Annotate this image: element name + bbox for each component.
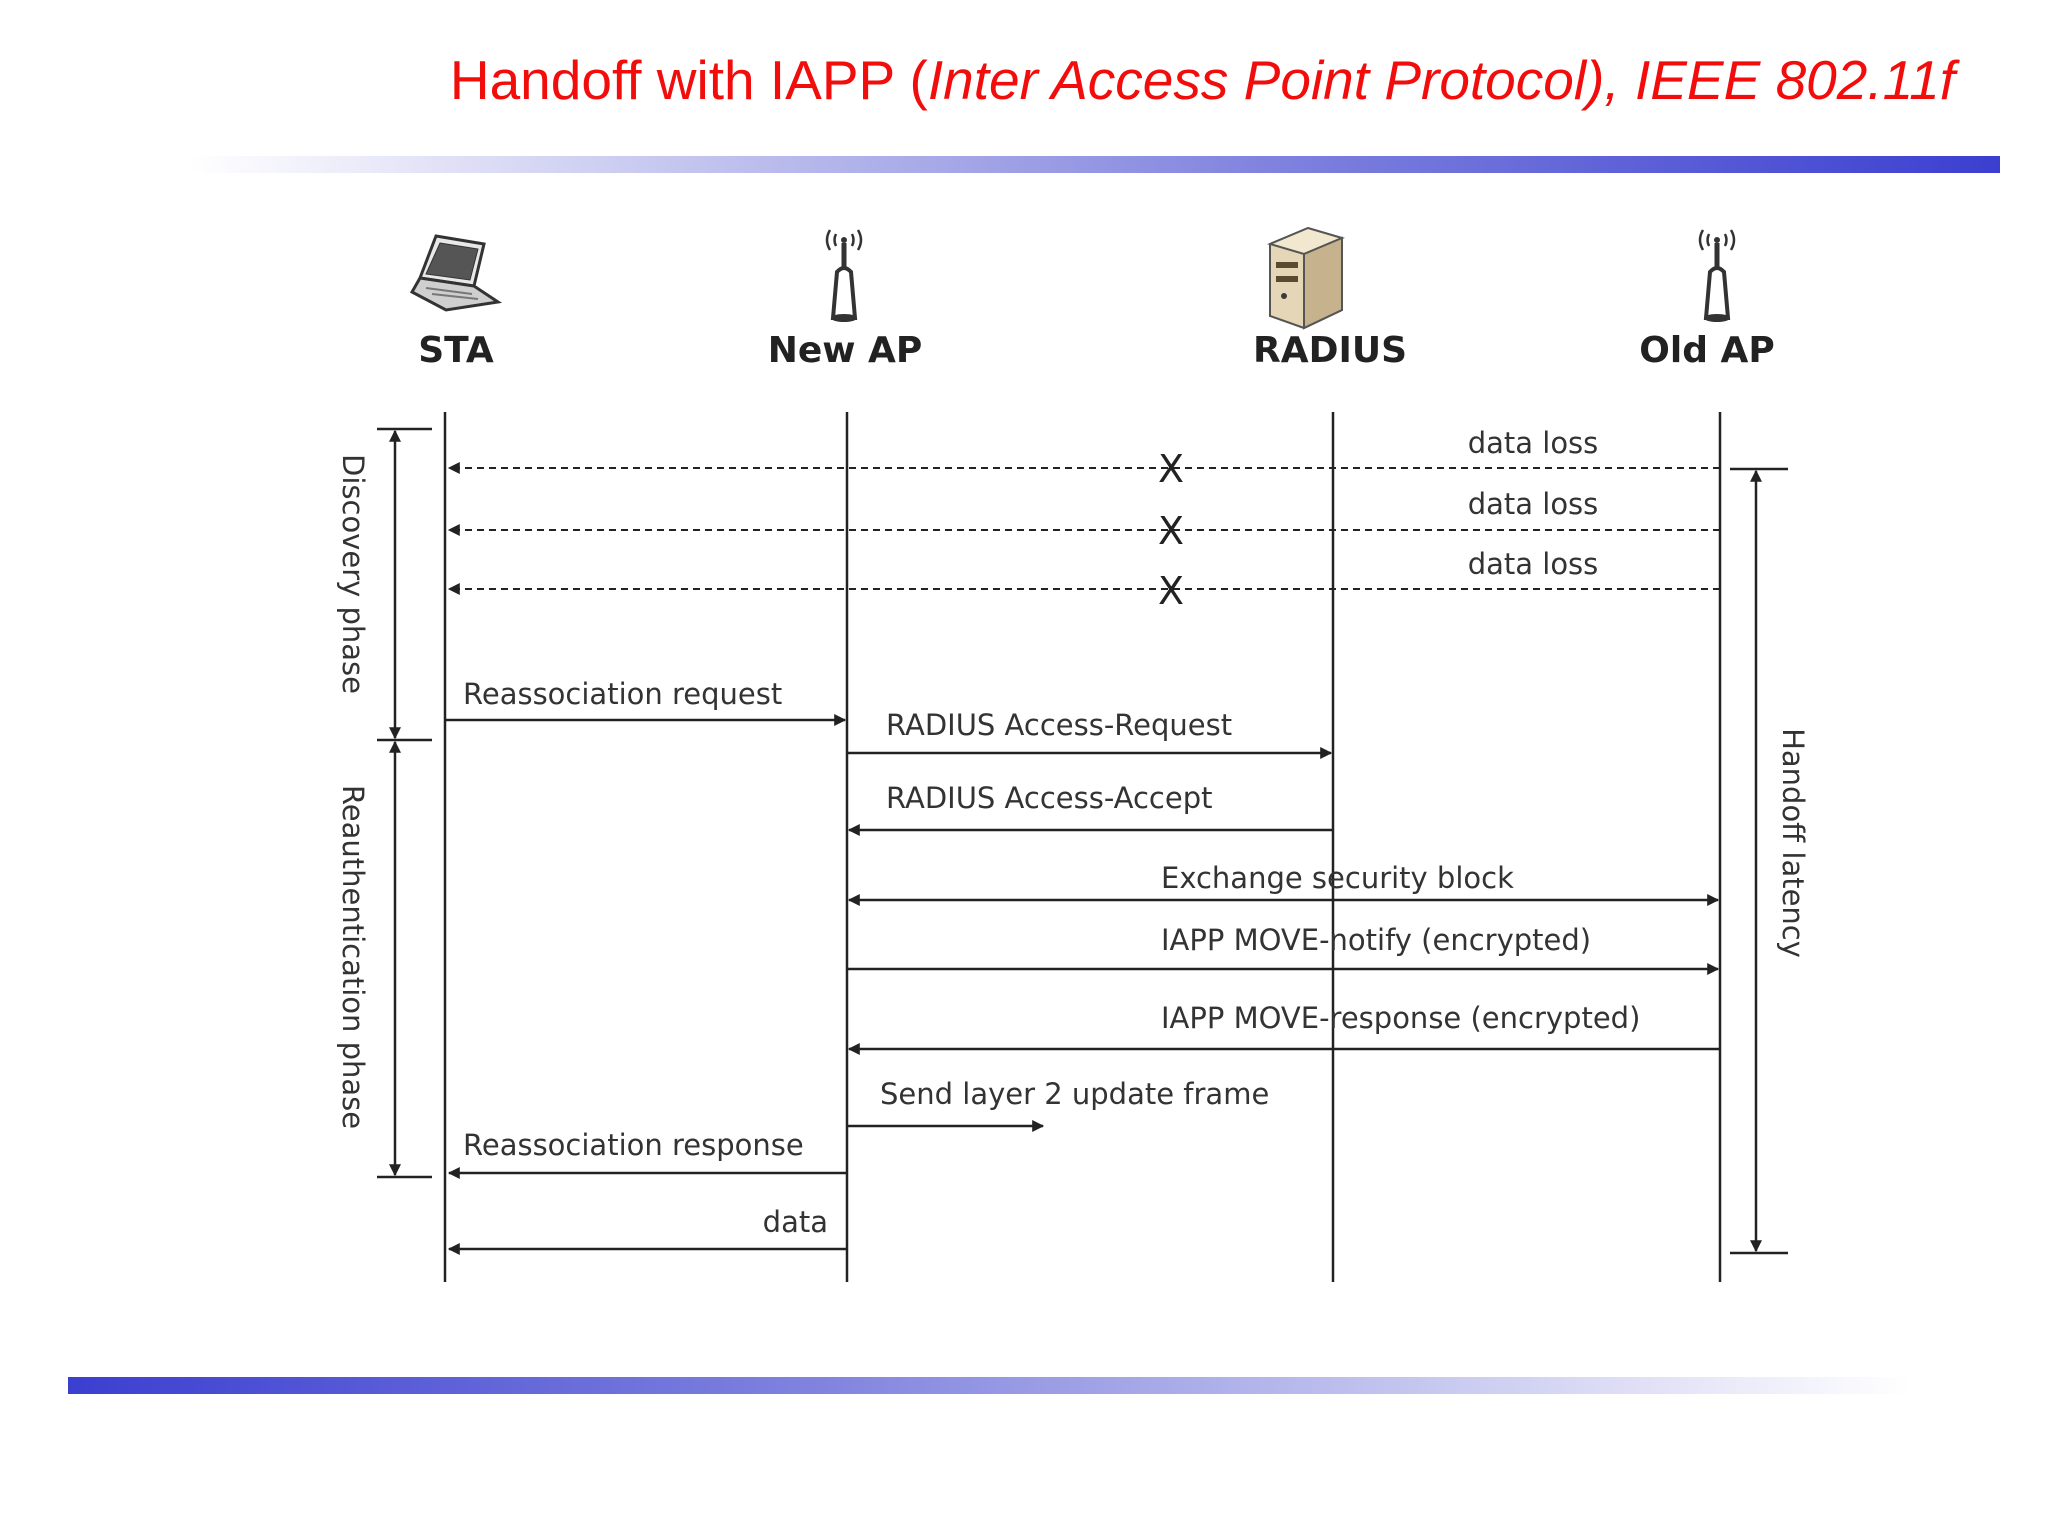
lost-marker: X [1158, 569, 1184, 613]
message-label: Send layer 2 update frame [880, 1077, 1269, 1111]
message-label: RADIUS Access-Accept [886, 781, 1213, 815]
message-label: Exchange security block [1161, 861, 1514, 895]
participant-label-sta: STA [418, 330, 494, 371]
server-icon [1267, 226, 1345, 330]
message-data-loss-1: data loss X [447, 426, 1720, 491]
message-exchange-security-block: Exchange security block [847, 861, 1720, 906]
message-label: Reassociation request [463, 677, 782, 711]
message-data-loss-2: data loss X [447, 487, 1720, 553]
message-iapp-move-response: IAPP MOVE-response (encrypted) [847, 1001, 1720, 1055]
slide-title: Handoff with IAPP (Inter Access Point Pr… [0, 48, 1955, 112]
message-label: Reassociation response [463, 1128, 804, 1162]
message-label: RADIUS Access-Request [886, 708, 1232, 742]
message-label: IAPP MOVE-response (encrypted) [1161, 1001, 1640, 1035]
message-data-loss-3: data loss X [447, 547, 1720, 613]
message-label: data loss [1468, 487, 1599, 521]
message-label: IAPP MOVE-notify (encrypted) [1161, 923, 1591, 957]
reauthentication-phase-bracket [377, 740, 432, 1179]
laptop-icon [409, 234, 503, 312]
message-radius-access-request: RADIUS Access-Request [847, 708, 1333, 759]
discovery-phase-bracket [377, 427, 432, 742]
message-data: data [447, 1205, 847, 1255]
message-label: data loss [1468, 547, 1599, 581]
antenna-icon [1698, 229, 1736, 322]
participant-label-old-ap: Old AP [1639, 330, 1775, 371]
message-label: data loss [1468, 426, 1599, 460]
participant-label-new-ap: New AP [768, 330, 923, 371]
title-underline-bar [190, 156, 2000, 173]
antenna-icon [825, 229, 863, 322]
participant-label-radius: RADIUS [1253, 330, 1407, 371]
message-reassociation-response: Reassociation response [447, 1128, 847, 1179]
handoff-latency-label: Handoff latency [1776, 728, 1810, 958]
message-radius-access-accept: RADIUS Access-Accept [847, 781, 1333, 836]
message-label: data [763, 1205, 828, 1239]
lost-marker: X [1158, 447, 1184, 491]
lost-marker: X [1158, 509, 1184, 553]
reauthentication-phase-label: Reauthentication phase [336, 785, 370, 1129]
discovery-phase-label: Discovery phase [336, 454, 370, 694]
handoff-latency-bracket [1730, 467, 1788, 1255]
message-send-layer2-update: Send layer 2 update frame [847, 1077, 1269, 1132]
title-italic: Inter Access Point Protocol), IEEE 802.1… [927, 49, 1955, 111]
message-iapp-move-notify: IAPP MOVE-notify (encrypted) [847, 923, 1720, 975]
title-prefix: Handoff with IAPP ( [449, 49, 928, 111]
footer-bar [68, 1377, 1910, 1394]
message-reassociation-request: Reassociation request [445, 677, 847, 726]
